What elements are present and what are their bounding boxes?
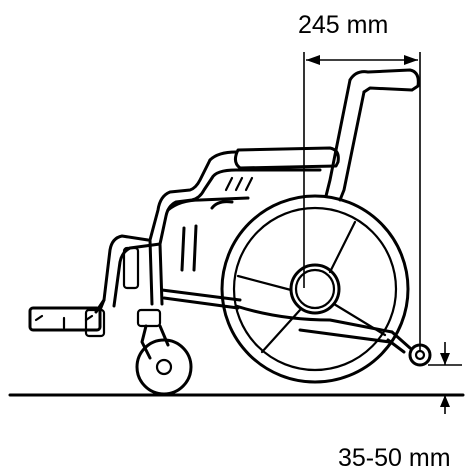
front-caster bbox=[135, 308, 193, 396]
width-dimension-lines bbox=[303, 52, 421, 352]
clearance-dimension-label: 35-50 mm bbox=[338, 444, 451, 472]
clearance-dimension-lines bbox=[428, 342, 462, 414]
wheelchair-frame bbox=[28, 68, 432, 367]
width-dimension-label: 245 mm bbox=[298, 11, 389, 39]
rear-wheel bbox=[220, 194, 410, 384]
